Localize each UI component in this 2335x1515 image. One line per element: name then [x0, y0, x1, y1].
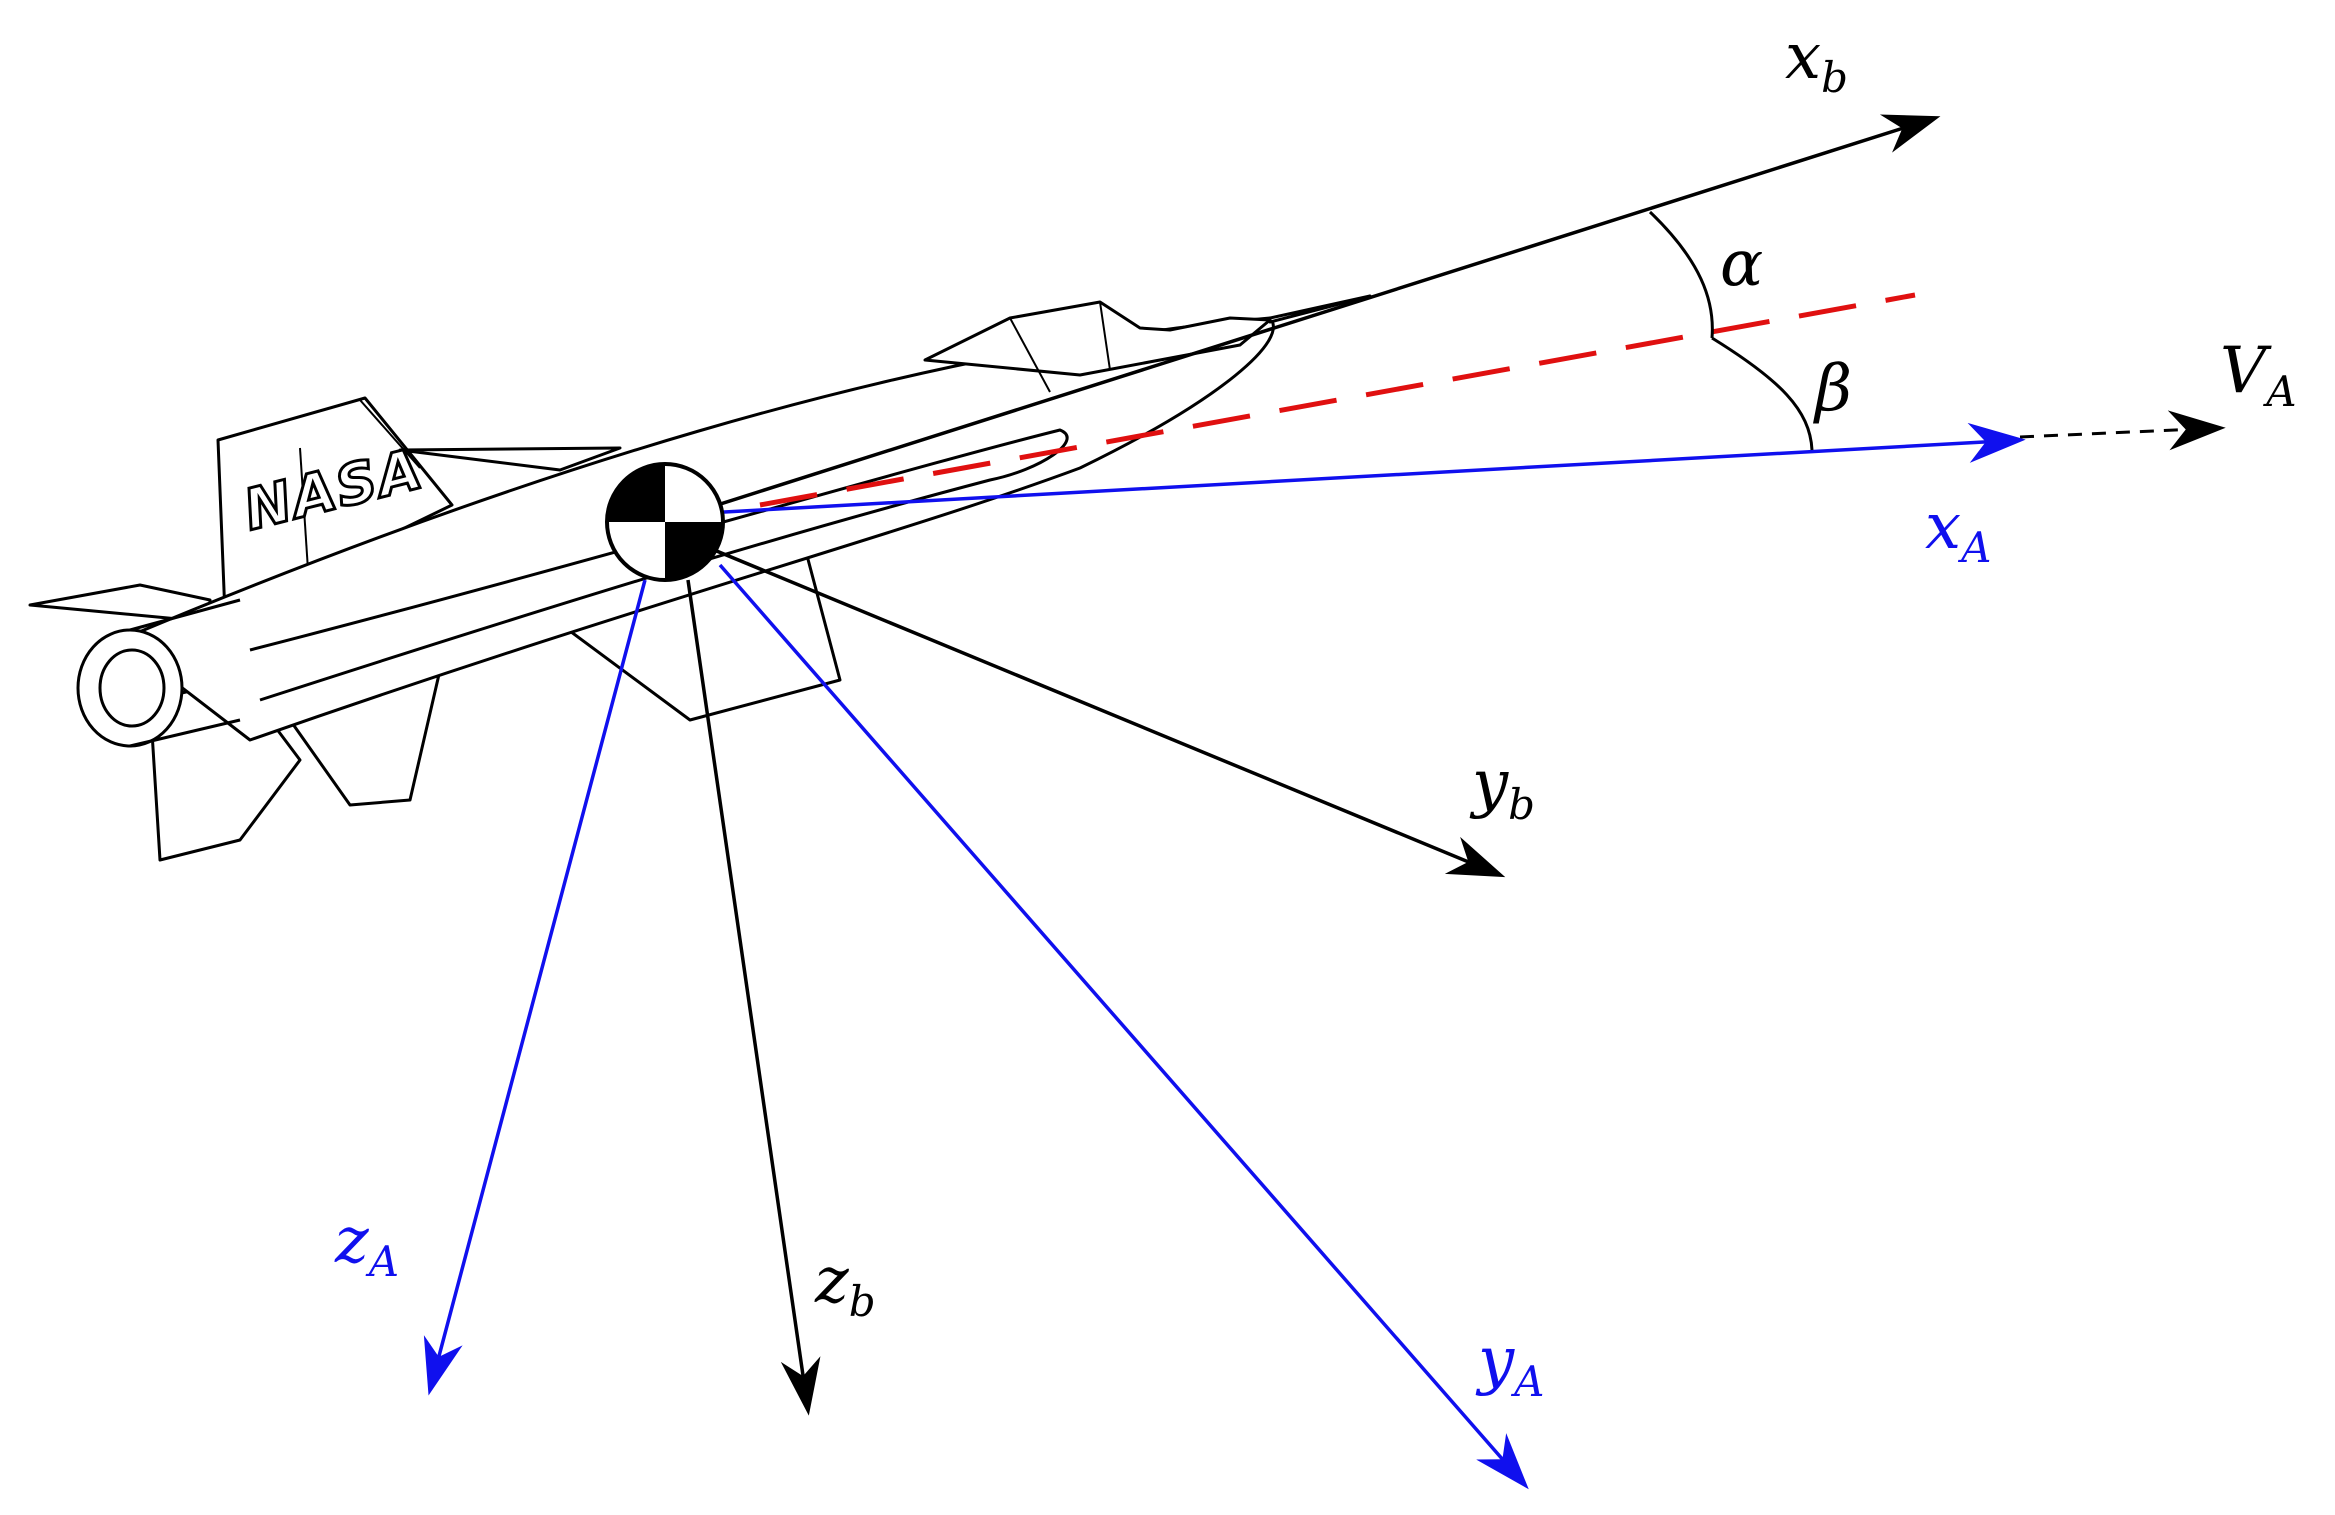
center-of-gravity-symbol [605, 462, 725, 582]
ya-axis [718, 563, 1529, 1490]
va-label: VA [2220, 334, 2297, 416]
zb-label: zb [814, 1244, 876, 1326]
za-label: zA [334, 1204, 399, 1286]
aircraft-drawing [28, 294, 1372, 862]
xa-axis [669, 422, 2026, 517]
left-horizontal-fin [28, 583, 212, 624]
engine-nozzle-inner [98, 648, 166, 728]
beta-label: β [1813, 352, 1852, 426]
beta-angle-arc [1711, 336, 1814, 451]
xb-label: xb [1785, 20, 1848, 102]
alpha-label: α [1720, 227, 1763, 301]
va-dashed-extension [2019, 410, 2226, 451]
xa-label: xA [1925, 490, 1991, 572]
alpha-angle-arc [1648, 210, 1714, 339]
zb-axis [686, 579, 821, 1416]
ya-label: yA [1475, 1324, 1545, 1406]
upper-wing-strip [398, 446, 622, 472]
velocity-projection-dashed-line [759, 292, 1916, 508]
vertical-tail [216, 396, 454, 617]
xb-axis [669, 114, 1941, 522]
za-axis [423, 579, 647, 1396]
yb-label: yb [1469, 747, 1535, 829]
nose-probe [1268, 294, 1372, 324]
yb-axis [689, 538, 1506, 878]
